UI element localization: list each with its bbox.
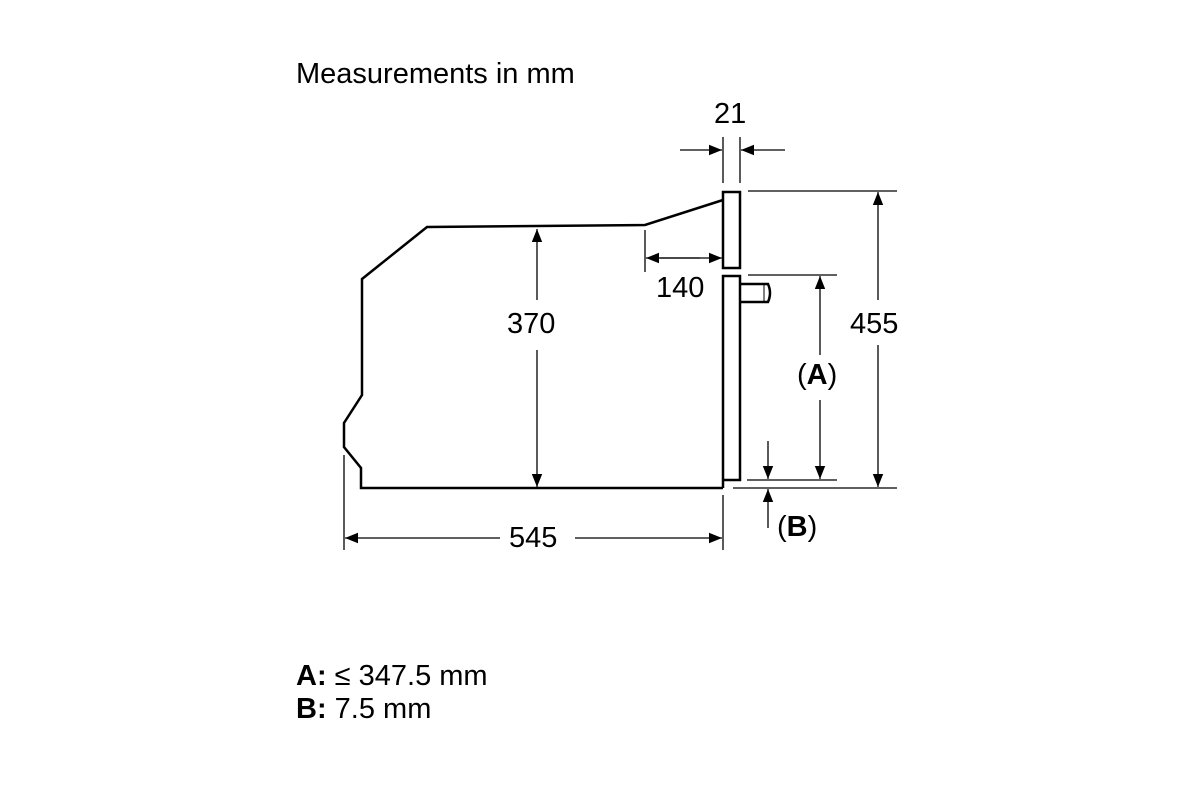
legend-a: A: ≤ 347.5 mm	[296, 662, 488, 691]
dim-a-label: (A)	[797, 361, 837, 390]
label-b: B	[786, 511, 808, 543]
dim-b-label: (B)	[777, 513, 817, 542]
diagram-title: Measurements in mm	[296, 58, 575, 90]
legend-key: B:	[296, 693, 327, 725]
dim-545-label: 545	[509, 522, 558, 554]
oven-body-outline	[342, 198, 724, 490]
legend-b: B: 7.5 mm	[296, 695, 431, 724]
door-handle	[740, 282, 772, 304]
dim-21-label: 21	[714, 98, 747, 130]
dim-455-label: 455	[850, 308, 899, 340]
oven-door	[721, 274, 742, 488]
paren: )	[827, 359, 838, 391]
paren: (	[797, 359, 807, 391]
paren: )	[807, 511, 818, 543]
legend-value: 7.5 mm	[334, 693, 432, 725]
legend-key: A:	[296, 660, 327, 692]
dim-140-label: 140	[656, 272, 705, 304]
label-a: A	[806, 359, 828, 391]
legend-value: ≤ 347.5 mm	[334, 660, 488, 692]
paren: (	[777, 511, 787, 543]
dim-370-label: 370	[507, 308, 556, 340]
control-panel	[721, 190, 742, 270]
